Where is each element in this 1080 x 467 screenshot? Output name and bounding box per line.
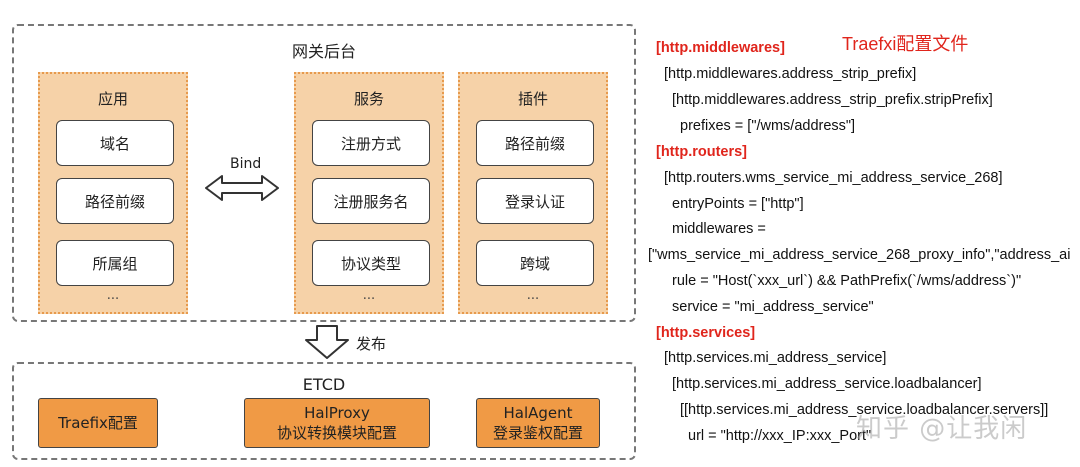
config-line: [http.routers.wms_service_mi_address_ser…: [664, 170, 1003, 186]
config-line: rule = "Host(`xxx_url`) && PathPrefix(`/…: [672, 273, 1022, 289]
etcd-box: [12, 362, 636, 460]
gateway-backend-box: [12, 24, 636, 322]
publish-label: 发布: [356, 335, 387, 353]
application-column-title: 应用: [97, 90, 128, 108]
registered-service-name-card: 注册服务名: [312, 178, 430, 224]
traefix-config-box: Traefix配置: [38, 398, 158, 448]
watermark: 知乎 @让我闲: [856, 414, 1028, 444]
registration-method-card: 注册方式: [312, 120, 430, 166]
config-line: middlewares =: [672, 221, 766, 237]
halagent-config-box: HalAgent 登录鉴权配置: [476, 398, 600, 448]
publish-down-arrow-icon: [305, 325, 349, 359]
gateway-backend-title: 网关后台: [291, 42, 356, 61]
application-column: 应用 域名 路径前缀 所属组 ...: [38, 72, 188, 314]
config-line: service = "mi_address_service": [672, 299, 874, 315]
plugin-column: 插件 路径前缀 登录认证 跨域 ...: [458, 72, 608, 314]
halagent-desc: 登录鉴权配置: [492, 424, 583, 442]
halproxy-config-box: HalProxy 协议转换模块配置: [244, 398, 430, 448]
config-file-title: Traefxi配置文件: [842, 34, 969, 54]
config-line: url = "http://xxx_IP:xxx_Port": [688, 428, 872, 444]
service-column-title: 服务: [353, 90, 384, 108]
config-line: [http.middlewares]: [656, 40, 785, 56]
etcd-title: ETCD: [302, 375, 346, 394]
config-line: [http.services]: [656, 325, 756, 341]
group-card: 所属组: [56, 240, 174, 286]
bind-double-arrow-icon: [205, 175, 279, 201]
halproxy-name: HalProxy: [304, 404, 370, 422]
config-line: [http.services.mi_address_service.loadba…: [672, 376, 982, 392]
config-line: [http.routers]: [656, 144, 748, 160]
halagent-name: HalAgent: [503, 404, 573, 422]
service-column: 服务 注册方式 注册服务名 协议类型 ...: [294, 72, 444, 314]
config-line: prefixes = ["/wms/address"]: [680, 118, 856, 134]
config-line: [[http.services.mi_address_service.loadb…: [680, 402, 1049, 418]
protocol-type-card: 协议类型: [312, 240, 430, 286]
config-line: [http.services.mi_address_service]: [664, 350, 887, 366]
service-ellipsis: ...: [362, 288, 376, 303]
path-prefix-card: 路径前缀: [56, 178, 174, 224]
traefix-config-label: Traefix配置: [58, 414, 138, 432]
config-line: [http.middlewares.address_strip_prefix.s…: [672, 92, 993, 108]
plugin-ellipsis: ...: [526, 288, 540, 303]
domain-card: 域名: [56, 120, 174, 166]
login-auth-card: 登录认证: [476, 178, 594, 224]
application-ellipsis: ...: [106, 288, 120, 303]
cors-card: 跨域: [476, 240, 594, 286]
config-line: ["wms_service_mi_address_service_268_pro…: [648, 247, 1071, 263]
halproxy-desc: 协议转换模块配置: [276, 424, 397, 442]
plugin-path-prefix-card: 路径前缀: [476, 120, 594, 166]
bind-label: Bind: [230, 156, 262, 172]
plugin-column-title: 插件: [517, 90, 548, 108]
config-line: [http.middlewares.address_strip_prefix]: [664, 66, 917, 82]
config-line: entryPoints = ["http"]: [672, 196, 804, 212]
